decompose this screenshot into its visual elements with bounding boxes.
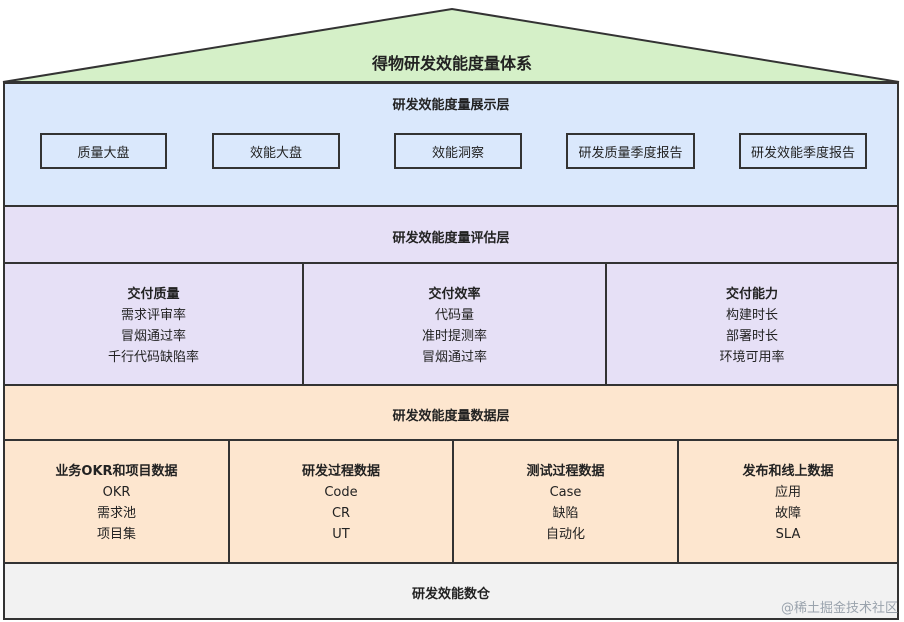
warehouse-title: 研发效能数仓 <box>411 587 490 602</box>
eval-item: 准时提测率 <box>421 329 487 344</box>
data-item: 自动化 <box>545 527 585 542</box>
efficiency-dashboard-box: 效能大盘 <box>212 133 340 169</box>
eval-item: 需求评审率 <box>120 308 186 323</box>
eval-group-delivery-capability: 交付能力 构建时长 部署时长 环境可用率 <box>605 264 897 384</box>
warehouse-layer: 研发效能数仓 <box>3 562 899 620</box>
data-group-title: 测试过程数据 <box>526 464 605 479</box>
eval-layer-groups: 交付质量 需求评审率 冒烟通过率 千行代码缺陷率 交付效率 代码量 准时提测率 … <box>3 262 899 386</box>
data-group-title: 研发过程数据 <box>301 464 380 479</box>
data-item: OKR <box>102 485 131 500</box>
eval-item: 环境可用率 <box>719 350 785 365</box>
data-item: 缺陷 <box>552 506 579 521</box>
data-item: CR <box>331 506 351 521</box>
eval-item: 部署时长 <box>725 329 778 344</box>
eval-item: 代码量 <box>434 308 474 323</box>
data-layer-title: 研发效能度量数据层 <box>392 409 510 424</box>
eval-group-title: 交付能力 <box>725 287 778 302</box>
data-item: SLA <box>775 527 801 542</box>
data-item: 应用 <box>774 485 801 500</box>
efficiency-quarterly-report-box: 研发效能季度报告 <box>739 133 867 169</box>
data-item: 项目集 <box>96 527 136 542</box>
eval-group-delivery-efficiency: 交付效率 代码量 准时提测率 冒烟通过率 <box>302 264 605 384</box>
data-item: UT <box>332 527 350 542</box>
data-item: 故障 <box>774 506 801 521</box>
data-layer-groups: 业务OKR和项目数据 OKR 需求池 项目集 研发过程数据 Code CR UT… <box>3 439 899 564</box>
data-group-okr-project: 业务OKR和项目数据 OKR 需求池 项目集 <box>5 441 228 562</box>
eval-item: 冒烟通过率 <box>120 329 186 344</box>
data-group-test-process: 测试过程数据 Case 缺陷 自动化 <box>452 441 677 562</box>
watermark: @稀土掘金技术社区 <box>780 601 898 616</box>
quality-quarterly-report-box: 研发质量季度报告 <box>566 133 695 169</box>
efficiency-insight-box: 效能洞察 <box>394 133 522 169</box>
quality-dashboard-box: 质量大盘 <box>40 133 167 169</box>
page-title: 得物研发效能度量体系 <box>371 54 532 73</box>
data-layer-header: 研发效能度量数据层 <box>3 384 899 441</box>
data-group-dev-process: 研发过程数据 Code CR UT <box>228 441 452 562</box>
data-group-title: 发布和线上数据 <box>742 464 834 479</box>
display-layer-title: 研发效能度量展示层 <box>392 98 510 113</box>
data-group-release-online: 发布和线上数据 应用 故障 SLA <box>677 441 897 562</box>
data-item: Case <box>549 485 582 500</box>
data-group-title: 业务OKR和项目数据 <box>55 464 178 479</box>
eval-group-title: 交付质量 <box>127 287 180 302</box>
eval-group-delivery-quality: 交付质量 需求评审率 冒烟通过率 千行代码缺陷率 <box>5 264 302 384</box>
data-item: Code <box>324 485 358 500</box>
data-item: 需求池 <box>96 506 136 521</box>
eval-layer-title: 研发效能度量评估层 <box>392 231 510 246</box>
eval-item: 冒烟通过率 <box>421 350 487 365</box>
eval-layer-header: 研发效能度量评估层 <box>3 205 899 264</box>
eval-item: 构建时长 <box>725 308 778 323</box>
eval-item: 千行代码缺陷率 <box>107 350 199 365</box>
eval-group-title: 交付效率 <box>428 287 481 302</box>
display-layer: 研发效能度量展示层 质量大盘 效能大盘 效能洞察 研发质量季度报告 研发效能季度… <box>3 82 899 207</box>
